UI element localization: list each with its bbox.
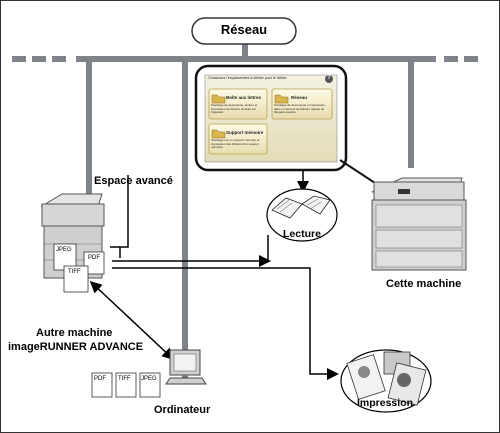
advanced-link-up	[119, 175, 129, 258]
network-label: Réseau	[220, 22, 268, 37]
file-pdf-label: PDF	[88, 255, 100, 261]
help-icon	[325, 75, 333, 83]
network-box	[191, 17, 297, 45]
screen-title: Choisissez l'emplacement à utiliser pour…	[208, 76, 288, 80]
network-button[interactable]	[271, 88, 333, 120]
memory-label: Support mémoire	[226, 130, 264, 135]
drop-this-machine	[408, 58, 414, 168]
mailbox-button[interactable]	[208, 88, 268, 120]
drop-other-machine	[86, 58, 92, 208]
network-desc: Stockage de documents et impression dans…	[274, 104, 325, 115]
this-machine-illustration	[371, 177, 467, 271]
memory-desc: Stockage sur un support mémoire et impre…	[211, 139, 260, 150]
help-button[interactable]: ?	[327, 75, 331, 81]
drop-network-box	[242, 40, 248, 60]
mailbox-label: Boîte aux lettres	[226, 95, 262, 100]
memory-button[interactable]	[208, 123, 268, 155]
read-label: Lecture	[283, 228, 321, 240]
print-illustration	[340, 349, 432, 413]
network-folder-icon	[274, 94, 289, 104]
read-illustration	[266, 188, 338, 242]
other-machine-label-2: imageRUNNER ADVANCE	[8, 341, 144, 353]
other-machine-label-1: Autre machine	[36, 327, 113, 339]
computer-illustration	[165, 349, 207, 385]
network-bus	[12, 56, 478, 62]
mailbox-desc: Stockage de documents, lecture et impres…	[211, 104, 258, 115]
advanced-space-label: Espace avancé	[94, 175, 173, 187]
file-tiff-label: TIFF	[68, 269, 81, 275]
computer-file-pdf-label: PDF	[94, 376, 106, 382]
computer-file-jpeg-label: JPEG	[141, 376, 157, 382]
arrow-computer-link	[89, 280, 175, 361]
computer-file-tiff-label: TIFF	[118, 376, 131, 382]
arrow-to-print	[112, 267, 339, 380]
computer-files	[91, 372, 161, 398]
network-button-label: Réseau	[291, 95, 308, 100]
mailbox-icon	[211, 94, 226, 104]
computer-label: Ordinateur	[154, 404, 211, 416]
this-machine-label: Cette machine	[386, 278, 462, 290]
screen-callout	[194, 64, 348, 172]
file-jpeg-label: JPEG	[56, 247, 72, 253]
print-label: Impression	[357, 397, 414, 409]
advanced-space-files	[53, 243, 105, 293]
drop-computer	[182, 58, 188, 361]
memory-icon	[211, 129, 226, 139]
